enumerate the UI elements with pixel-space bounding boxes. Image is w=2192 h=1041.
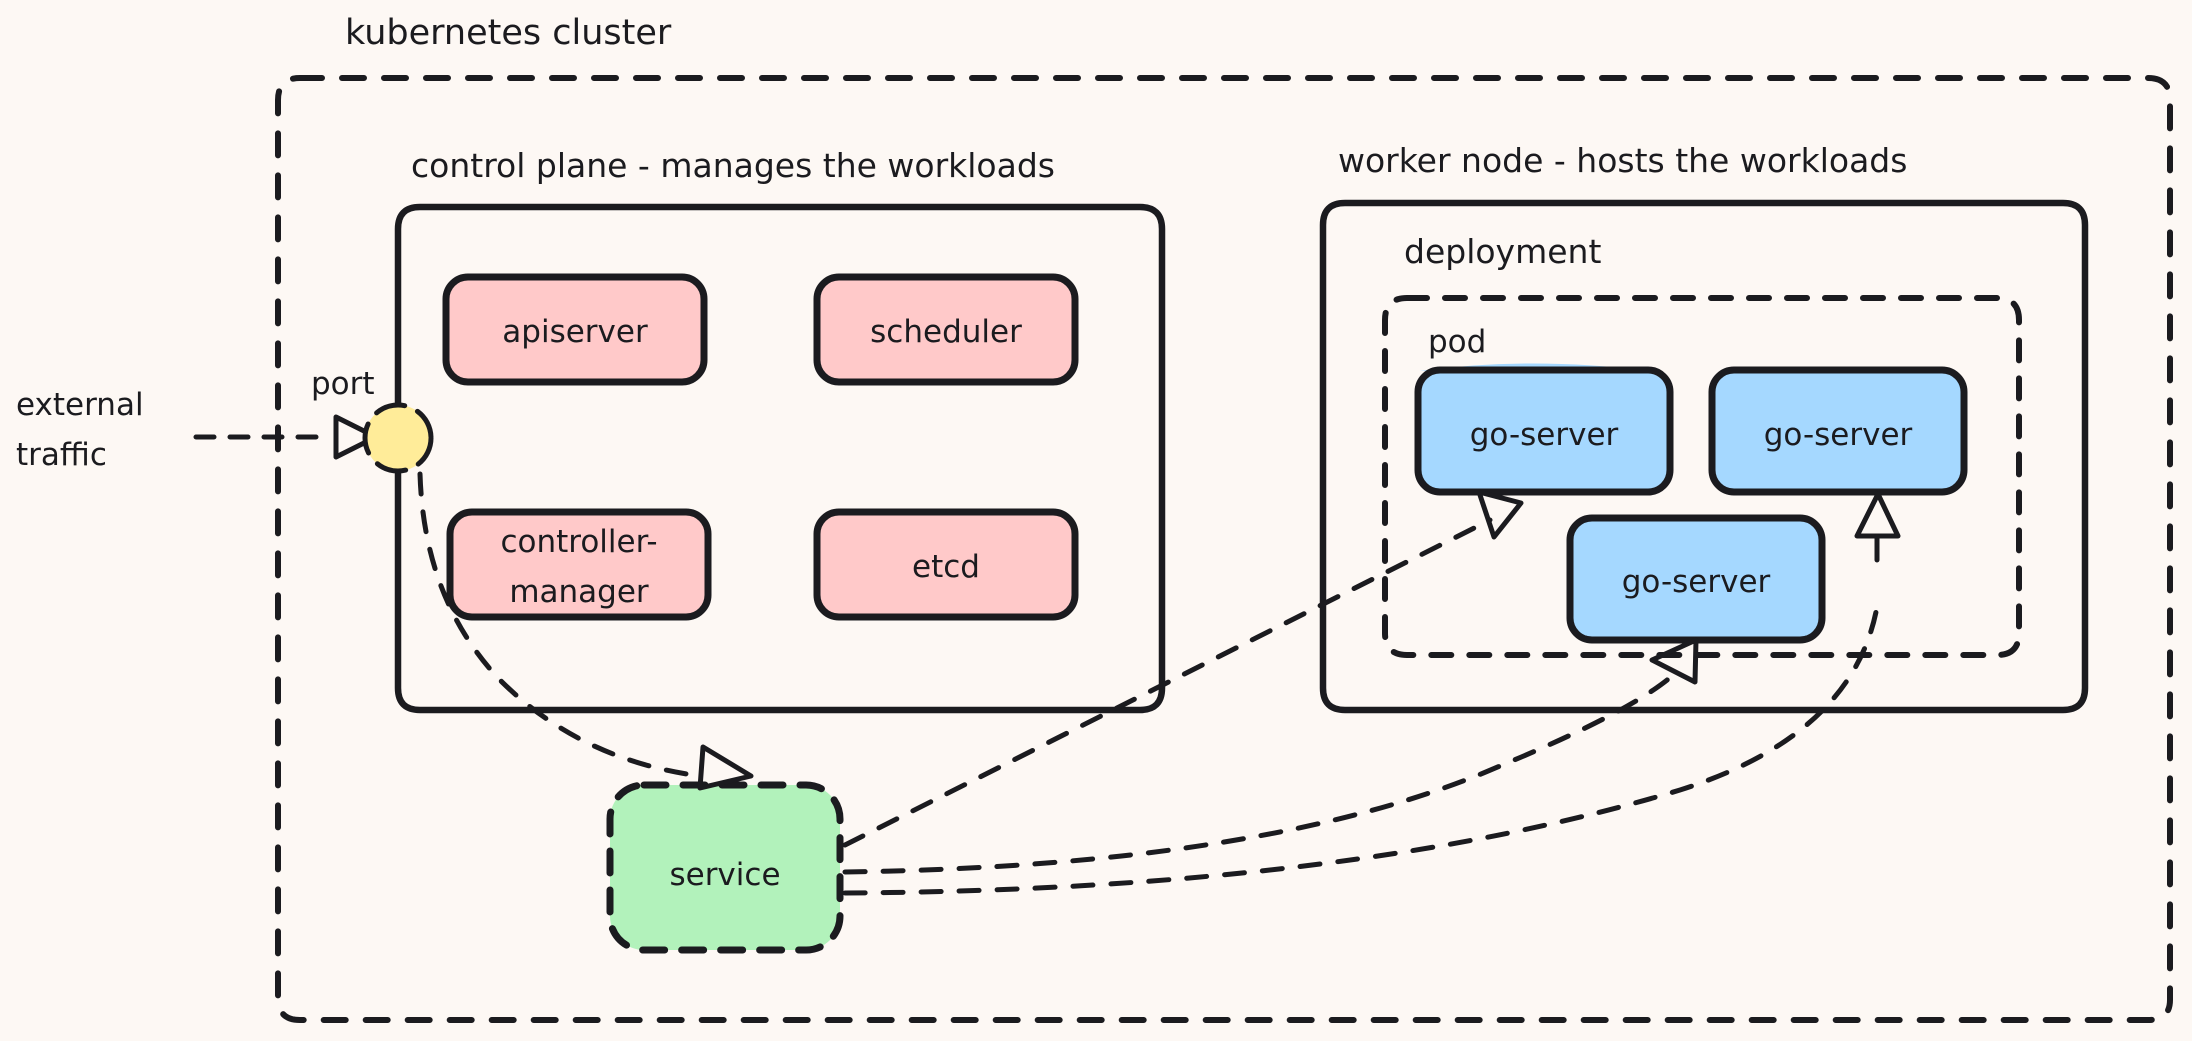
node-go-server-1-label: go-server — [1470, 417, 1619, 453]
node-go-server-2[interactable]: go-server — [1708, 366, 1968, 496]
node-go-server-3-label: go-server — [1622, 564, 1771, 600]
arrow-external-traffic-to-port — [193, 414, 379, 460]
worker-node-box — [1319, 199, 2089, 714]
node-apiserver[interactable]: apiserver — [442, 273, 708, 386]
node-service-label: service — [669, 857, 780, 893]
deployment-title: deployment — [1404, 232, 1601, 271]
node-apiserver-label: apiserver — [502, 314, 648, 350]
control-plane-title: control plane - manages the workloads — [411, 146, 1055, 185]
node-service[interactable]: service — [606, 781, 844, 954]
control-plane-box — [394, 203, 1166, 714]
node-etcd-label: etcd — [912, 549, 980, 585]
node-etcd[interactable]: etcd — [813, 508, 1079, 621]
external-traffic-label-line2: traffic — [16, 437, 107, 473]
port-label: port — [311, 366, 375, 402]
arrow-service-to-go-server-1 — [842, 489, 1524, 848]
arrow-port-to-service — [417, 471, 754, 791]
node-go-server-3[interactable]: go-server — [1566, 514, 1826, 644]
node-scheduler[interactable]: scheduler — [813, 273, 1079, 386]
worker-node-title: worker node - hosts the workloads — [1338, 141, 1907, 180]
pod-title: pod — [1428, 324, 1486, 360]
node-go-server-1[interactable]: go-server — [1414, 363, 1674, 496]
node-port[interactable] — [362, 402, 434, 474]
arrow-service-to-go-server-3 — [842, 637, 1699, 875]
node-go-server-2-label: go-server — [1764, 417, 1913, 453]
node-controller-manager-label-line2: manager — [509, 574, 649, 610]
deployment-box — [1382, 295, 2022, 658]
node-scheduler-label: scheduler — [870, 314, 1022, 350]
cluster-boundary — [275, 75, 2173, 1023]
node-controller-manager-label-line1: controller- — [500, 524, 657, 560]
external-traffic-label-line1: external — [16, 387, 144, 423]
node-controller-manager[interactable]: controller- manager — [446, 508, 712, 621]
arrow-service-to-go-server-2 — [842, 491, 1901, 896]
cluster-title: kubernetes cluster — [345, 13, 672, 53]
